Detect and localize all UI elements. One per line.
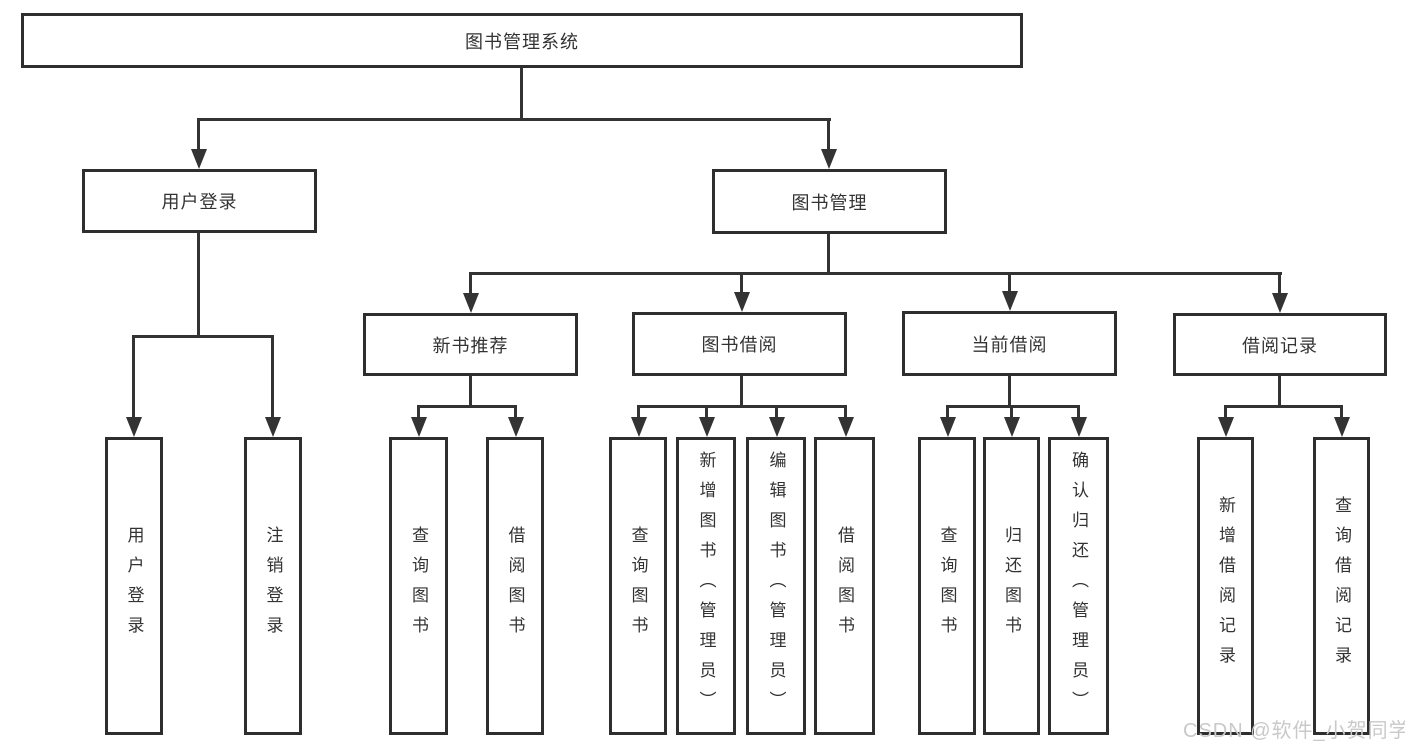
leaf-bb-query-book: 查询图书 [609,437,667,735]
connector-borrow-records-stem [1278,376,1281,407]
connector-borrow-records-shaft [1278,272,1281,297]
leaf-rec-query-book-label: 查询图书 [409,526,428,646]
leaf-login: 用户登录 [105,437,163,735]
node-new-book-rec-label: 新书推荐 [432,335,509,356]
arrowhead-user-login-icon [191,149,207,169]
connector-book-borrow-shaft [740,272,743,297]
leaf-bb-edit-book-label: 编辑图书（管理员） [766,451,786,721]
arrowhead-br-add-icon [1218,417,1234,437]
arrowhead-book-mgmt-icon [821,149,837,169]
arrowhead-bb-query-icon [631,417,647,437]
leaf-rec-borrow-book-label: 借阅图书 [505,526,525,646]
leaf-bb-edit-book: 编辑图书（管理员） [746,437,806,735]
connector-logout-shaft [271,335,274,423]
arrowhead-book-borrow-icon [734,292,750,312]
node-borrow-records: 借阅记录 [1173,313,1387,376]
connector-bb-add-shaft [705,405,708,421]
node-book-borrow: 图书借阅 [632,312,847,376]
leaf-cb-return-book: 归还图书 [983,437,1040,735]
node-root-label: 图书管理系统 [465,31,579,52]
leaf-br-query-record-label: 查询借阅记录 [1332,496,1351,676]
connector-cb-query-shaft [946,405,949,421]
connector-rec-query-shaft [417,405,420,421]
connector-borrow-records-rail [1224,405,1343,408]
connector-bb-edit-shaft [775,405,778,421]
arrowhead-br-query-icon [1334,417,1350,437]
leaf-cb-query-book-label: 查询图书 [937,526,957,646]
connector-cb-return-shaft [1010,405,1013,421]
connector-book-borrow-stem [740,376,743,407]
leaf-logout-label: 注销登录 [263,526,283,646]
connector-br-query-shaft [1340,405,1343,421]
connector-book-mgmt-shaft [827,118,830,155]
leaf-cb-confirm-return: 确认归还（管理员） [1048,437,1109,735]
leaf-login-label: 用户登录 [124,526,144,646]
leaf-rec-borrow-book: 借阅图书 [486,437,544,735]
connector-new-book-rec-stem [469,376,472,407]
node-book-borrow-label: 图书借阅 [701,335,778,355]
leaf-br-query-record: 查询借阅记录 [1313,437,1370,735]
leaf-cb-confirm-return-label: 确认归还（管理员） [1069,451,1088,721]
arrowhead-cb-return-icon [1004,417,1020,437]
leaf-bb-borrow-book-label: 借阅图书 [835,526,854,646]
connector-br-add-shaft [1224,405,1227,421]
arrowhead-borrow-records-icon [1272,293,1288,313]
arrowhead-logout-icon [265,417,281,437]
node-current-borrow: 当前借阅 [902,311,1117,376]
node-borrow-records-label: 借阅记录 [1242,335,1318,356]
arrowhead-cb-query-icon [940,417,956,437]
node-user-login: 用户登录 [82,169,317,233]
arrowhead-bb-edit-icon [769,417,785,437]
arrowhead-new-book-rec-icon [463,293,479,313]
connector-user-login-stem [197,233,200,338]
connector-new-book-rec-shaft [469,272,472,297]
leaf-br-add-record-label: 新增借阅记录 [1216,496,1235,676]
connector-bb-borrow-shaft [844,405,847,421]
leaf-bb-add-book: 新增图书（管理员） [676,437,736,735]
connector-book-mgmt-stem [827,234,830,275]
arrowhead-current-borrow-icon [1002,291,1018,311]
node-book-mgmt: 图书管理 [712,169,947,234]
leaf-cb-return-book-label: 归还图书 [1002,526,1021,646]
arrowhead-rec-borrow-icon [508,417,524,437]
connector-current-borrow-stem [1008,376,1011,407]
arrowhead-bb-borrow-icon [838,417,854,437]
connector-login-shaft [132,335,135,423]
leaf-bb-query-book-label: 查询图书 [628,526,648,646]
connector-new-book-rec-rail [417,405,517,408]
leaf-rec-query-book: 查询图书 [389,437,448,735]
connector-user-login-shaft [197,118,200,155]
node-new-book-rec: 新书推荐 [363,313,578,376]
arrowhead-login-icon [126,417,142,437]
node-current-borrow-label: 当前借阅 [971,334,1048,355]
connector-book-borrow-rail [637,405,847,408]
connector-level2-rail [197,118,831,121]
arrowhead-bb-add-icon [699,417,715,437]
connector-cb-confirm-shaft [1077,405,1080,421]
connector-bb-query-shaft [637,405,640,421]
arrowhead-cb-confirm-icon [1071,417,1087,437]
leaf-logout: 注销登录 [244,437,302,735]
node-root: 图书管理系统 [21,13,1023,68]
leaf-cb-query-book: 查询图书 [918,437,976,735]
arrowhead-rec-query-icon [411,417,427,437]
connector-root-stem [520,68,523,120]
leaf-bb-borrow-book: 借阅图书 [814,437,875,735]
leaf-br-add-record: 新增借阅记录 [1197,437,1254,735]
node-user-login-label: 用户登录 [161,192,238,212]
csdn-watermark: CSDN @软件_小贺同学 [1183,720,1405,742]
node-book-mgmt-label: 图书管理 [791,192,868,213]
connector-current-borrow-shaft [1008,272,1011,297]
connector-rec-borrow-shaft [514,405,517,421]
connector-level3-rail [469,272,1282,275]
leaf-bb-add-book-label: 新增图书（管理员） [696,451,716,721]
connector-current-borrow-rail [946,405,1080,408]
connector-user-login-rail [132,335,274,338]
